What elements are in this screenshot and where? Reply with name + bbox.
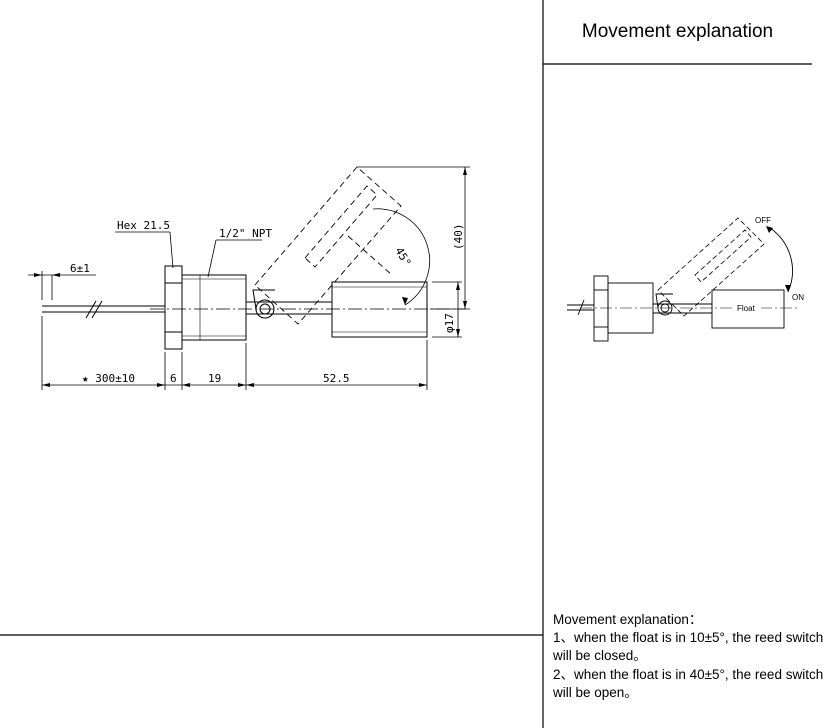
panel-title: Movement explanation bbox=[581, 21, 774, 42]
float-length-dim: 52.5 bbox=[323, 372, 350, 385]
float-label-bg bbox=[735, 303, 761, 313]
raised-float-dashed bbox=[254, 166, 402, 325]
notes-line-1: 1、when the float is in 10±5°, the reed s… bbox=[553, 630, 823, 646]
movement-schematic bbox=[567, 227, 800, 342]
float-diameter-dim: φ17 bbox=[443, 313, 456, 333]
swing-rise-dim: (40) bbox=[452, 224, 465, 251]
dimension-arrows bbox=[34, 167, 467, 387]
notes-line-3: 2、when the float is in 40±5°, the reed s… bbox=[553, 666, 823, 682]
thread-size-label: 1/2" NPT bbox=[219, 227, 272, 240]
notes-line-2: will be closed。 bbox=[553, 648, 647, 664]
float-label: Float bbox=[737, 304, 756, 313]
swing-angle-dim: 45° bbox=[392, 245, 413, 269]
nut-width-dim: 6 bbox=[170, 372, 177, 385]
main-side-view bbox=[42, 265, 465, 350]
notes-heading: Movement explanation： bbox=[553, 612, 703, 627]
schematic-raised-float bbox=[657, 217, 765, 317]
off-label: OFF bbox=[755, 216, 771, 225]
schematic-arrows bbox=[766, 226, 791, 292]
hex-size-label: Hex 21.5 bbox=[117, 219, 170, 232]
body-length-dim: 19 bbox=[208, 372, 221, 385]
dimension-lines bbox=[28, 166, 470, 390]
notes-line-4: will be open。 bbox=[553, 684, 638, 700]
cable-length-dim: ★ 300±10 bbox=[82, 372, 135, 385]
strip-length-dim: 6±1 bbox=[70, 262, 90, 275]
movement-notes: Movement explanation： 1、when the float i… bbox=[553, 611, 823, 702]
on-label: ON bbox=[792, 293, 804, 302]
